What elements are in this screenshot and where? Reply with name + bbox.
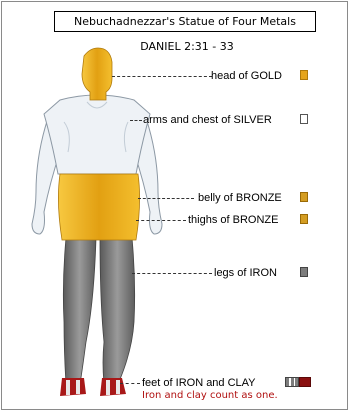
leader-head	[112, 76, 212, 77]
swatch-gold	[300, 70, 308, 80]
swatch-bronze-belly	[300, 192, 308, 202]
label-belly: belly of BRONZE	[198, 191, 282, 205]
leader-feet	[120, 383, 140, 384]
bronze-belly-thighs	[58, 174, 139, 240]
label-head: head of GOLD	[211, 69, 282, 83]
label-legs: legs of IRON	[214, 266, 277, 280]
leader-belly	[138, 198, 194, 199]
swatch-iron-stripes	[285, 377, 299, 387]
diagram-frame: Nebuchadnezzar's Statue of Four Metals D…	[1, 1, 348, 410]
label-feet: feet of IRON and CLAY	[142, 376, 256, 390]
leader-thighs	[136, 220, 186, 221]
iron-leg-left	[63, 238, 96, 384]
swatch-iron	[300, 267, 308, 277]
statue-figure	[2, 2, 349, 411]
swatch-silver	[300, 114, 308, 124]
iron-leg-right	[100, 238, 135, 384]
silver-chest	[44, 95, 150, 174]
label-arms-chest: arms and chest of SILVER	[143, 113, 272, 127]
gold-head	[82, 48, 112, 100]
label-thighs: thighs of BRONZE	[188, 213, 278, 227]
swatch-clay	[299, 377, 311, 387]
feet-iron-clay	[60, 378, 126, 396]
leader-legs	[132, 273, 212, 274]
leader-arms-chest	[130, 120, 142, 121]
iron-clay-note: Iron and clay count as one.	[142, 390, 278, 401]
swatch-bronze-thighs	[300, 214, 308, 224]
